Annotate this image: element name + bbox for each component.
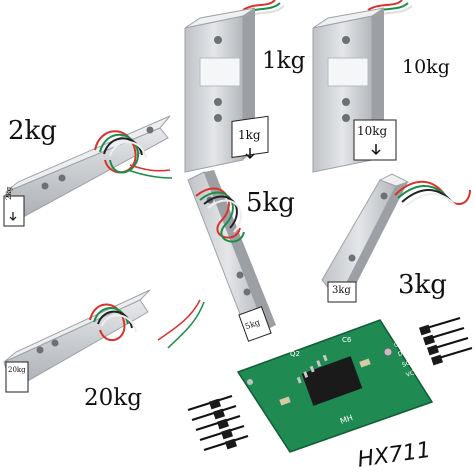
label-5kg: 5kg	[246, 188, 295, 218]
load-cell-10kg	[312, 0, 413, 173]
load-cell-20kg	[3, 289, 151, 393]
label-3kg: 3kg	[398, 270, 447, 300]
sticker-2kg: 2kg	[5, 186, 13, 200]
hx711-board	[187, 317, 473, 453]
label-2kg: 2kg	[8, 116, 57, 146]
board-cap-ref: C6	[342, 336, 352, 344]
sticker-3kg: 3kg	[332, 285, 351, 296]
label-1kg: 1kg	[262, 48, 306, 74]
board-chip-ref: Q2	[290, 350, 300, 358]
load-cell-2kg	[3, 115, 173, 227]
sticker-10kg: 10kg	[357, 124, 388, 138]
load-cell-3kg	[321, 173, 471, 303]
label-10kg: 10kg	[402, 56, 450, 78]
load-cell-5kg	[157, 170, 276, 349]
label-20kg: 20kg	[84, 385, 142, 411]
sticker-20kg: 20kg	[8, 366, 26, 374]
load-cell-1kg	[184, 0, 285, 173]
sticker-1kg: 1kg	[238, 128, 261, 142]
